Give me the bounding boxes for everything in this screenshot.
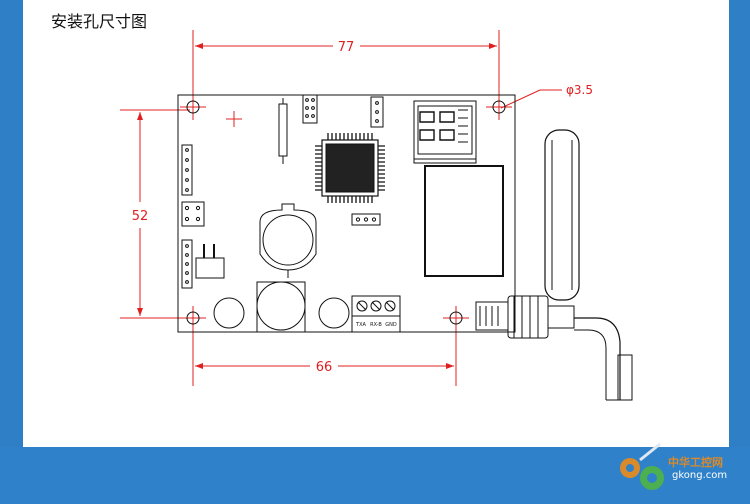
battery-holder xyxy=(259,203,317,271)
dimension-lines xyxy=(120,30,562,386)
header-left-lower xyxy=(181,239,193,289)
header-right xyxy=(370,96,384,128)
dimension-top-width: 77 xyxy=(338,40,355,55)
terminal-label-3: GND xyxy=(385,322,397,328)
mcu-chip xyxy=(321,139,379,197)
hole-diameter-label: φ3.5 xyxy=(566,83,593,97)
header-left xyxy=(181,144,193,196)
mounting-hole-top-left xyxy=(186,100,200,114)
power-connector xyxy=(195,257,225,279)
circuit-board xyxy=(177,94,516,333)
dimension-height: 52 xyxy=(132,209,149,224)
crystal xyxy=(278,103,288,157)
chip-pins xyxy=(315,133,385,203)
watermark-line1: 中华工控网 xyxy=(668,456,723,469)
board-outline xyxy=(177,94,516,333)
mounting-hole-top-right xyxy=(492,100,506,114)
gear-icon xyxy=(620,442,664,490)
dimension-bottom-width: 66 xyxy=(316,360,333,375)
buzzer-left xyxy=(213,297,245,329)
watermark-line2: gkong.com xyxy=(672,470,728,481)
content-panel xyxy=(23,0,729,447)
sim-card-socket xyxy=(413,100,477,160)
page-title: 安装孔尺寸图 xyxy=(51,12,148,31)
antenna xyxy=(544,129,580,301)
gsm-module xyxy=(424,165,504,277)
jumper-block xyxy=(181,201,205,227)
antenna-cable xyxy=(574,317,621,400)
mounting-hole-bottom-right xyxy=(449,311,463,325)
buzzer-right xyxy=(318,297,350,329)
header-top xyxy=(302,94,318,124)
terminal-block xyxy=(351,295,401,333)
terminal-label-1: TXA xyxy=(355,322,366,328)
header-small xyxy=(351,213,381,226)
terminal-label-2: RX-B xyxy=(370,322,382,328)
mounting-hole-bottom-left xyxy=(186,311,200,325)
